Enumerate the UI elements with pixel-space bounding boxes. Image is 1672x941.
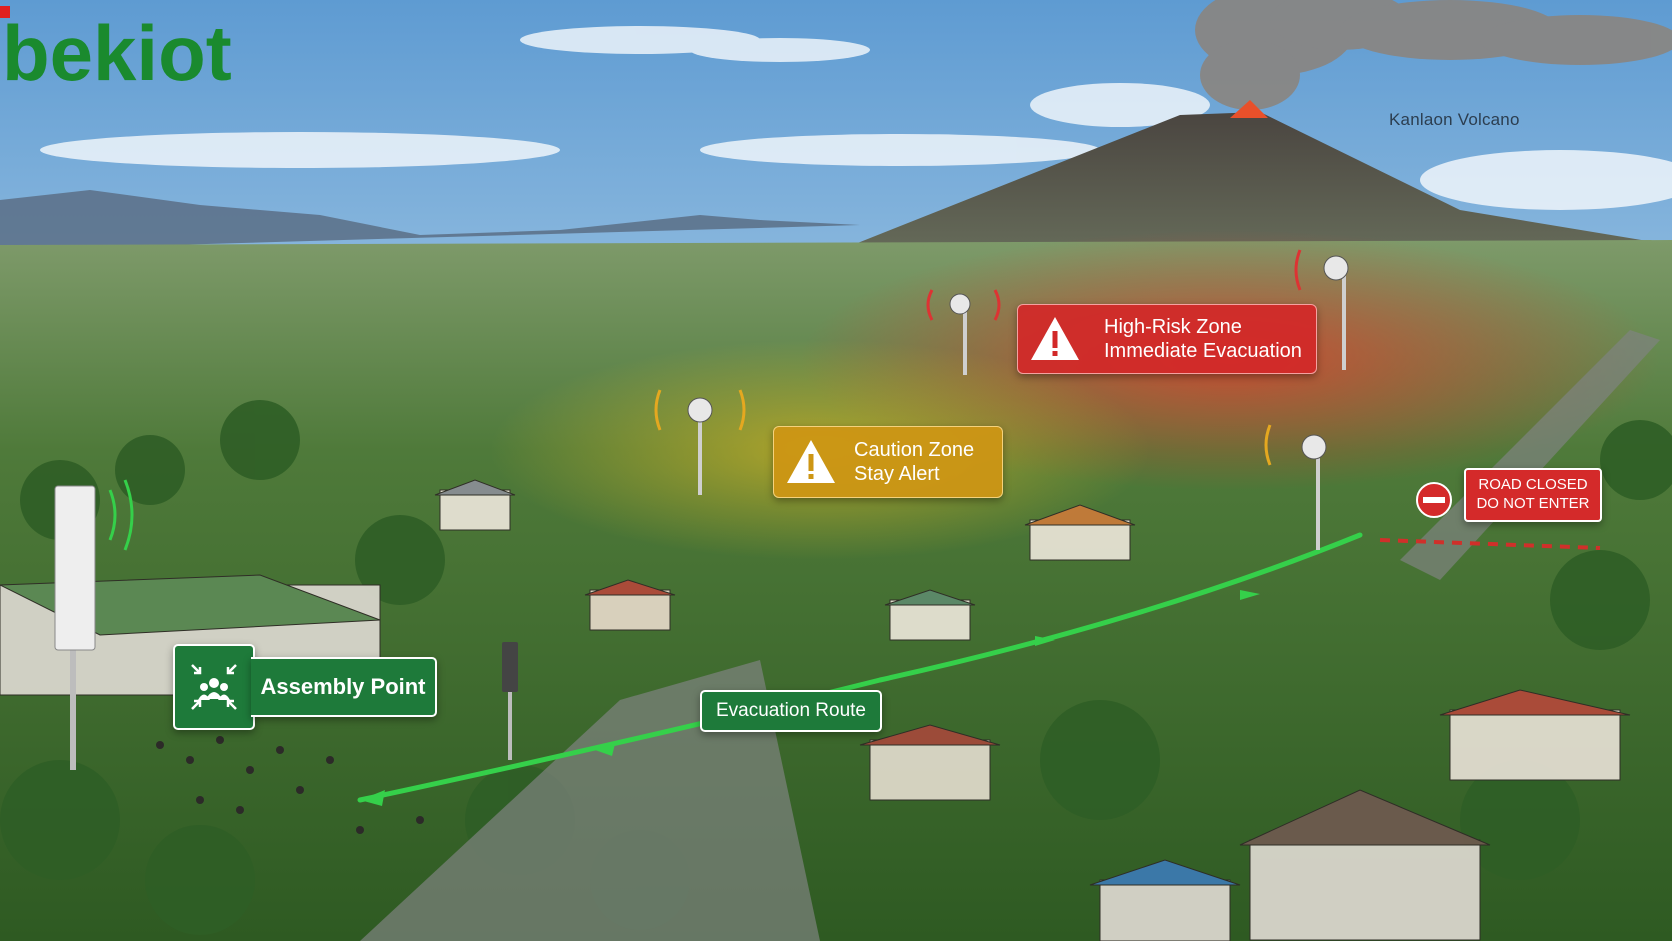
volcano-label: Kanlaon Volcano (1389, 110, 1520, 129)
warning-triangle-icon (1031, 317, 1079, 360)
road-closed-subtitle: DO NOT ENTER (1476, 495, 1590, 512)
assembly-point-icon-box (173, 644, 255, 730)
caution-zone-subtitle: Stay Alert (854, 463, 940, 485)
bekiot-logo: bekiot (0, 6, 232, 88)
siren-speaker-icon (1264, 424, 1327, 550)
siren-speaker-icon (926, 289, 1001, 375)
siren-speaker-icon (654, 389, 746, 495)
high-risk-zone-subtitle: Immediate Evacuation (1104, 340, 1302, 362)
high-risk-zone-banner: High-Risk Zone Immediate Evacuation (1017, 304, 1317, 374)
evacuation-route-label: Evacuation Route (700, 690, 882, 732)
caution-zone-banner: Caution Zone Stay Alert (773, 426, 1003, 498)
road-closed-sign: ROAD CLOSED DO NOT ENTER (1464, 468, 1602, 522)
road-closed-title: ROAD CLOSED (1478, 476, 1588, 494)
svg-text:bekiot: bekiot (2, 9, 232, 88)
warning-triangle-icon (787, 440, 835, 483)
antenna-tower-icon (502, 642, 518, 760)
people-gathering-icon (191, 664, 237, 710)
no-entry-icon (1416, 482, 1452, 518)
antenna-tower-icon (54, 479, 134, 770)
high-risk-zone-title: High-Risk Zone (1104, 316, 1242, 338)
siren-speaker-icon (1294, 249, 1349, 370)
caution-zone-title: Caution Zone (854, 439, 975, 461)
assembly-point-label: Assembly Point (251, 657, 437, 717)
